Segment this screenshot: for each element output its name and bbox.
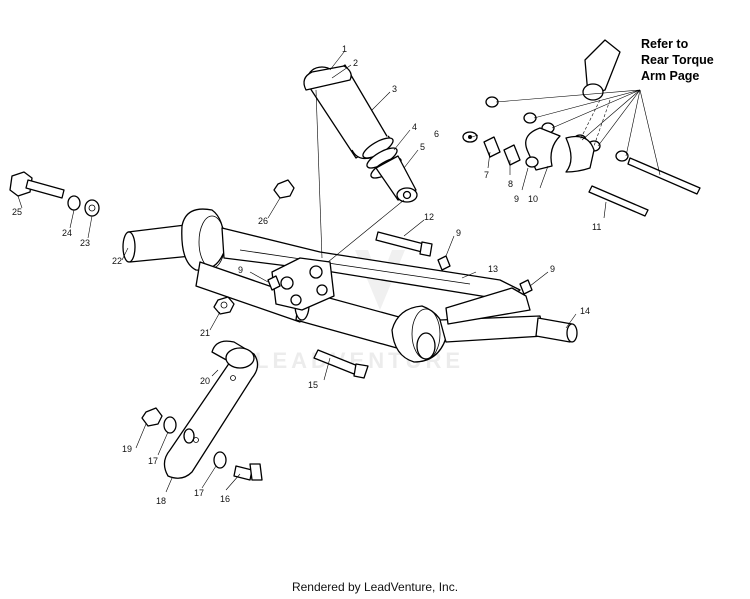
callout-9b: 9	[456, 228, 461, 238]
callout-7: 7	[484, 170, 489, 180]
callout-12: 12	[424, 212, 434, 222]
callout-17a: 17	[148, 456, 158, 466]
callout-13: 13	[488, 264, 498, 274]
bolt-stack-left	[9, 171, 100, 217]
callout-14: 14	[580, 306, 590, 316]
reference-note-line-2: Rear Torque	[641, 53, 714, 67]
callout-6: 6	[434, 129, 439, 139]
reference-note: Refer to Rear Torque Arm Page	[641, 37, 714, 83]
callout-23: 23	[80, 238, 90, 248]
footer-credit: Rendered by LeadVenture, Inc.	[291, 580, 459, 594]
rear-torque-arm-inset	[462, 39, 701, 217]
callout-21: 21	[200, 328, 210, 338]
callout-11: 11	[592, 222, 601, 232]
callout-5: 5	[420, 142, 425, 152]
callout-19: 19	[122, 444, 132, 454]
shock-absorber	[303, 64, 418, 203]
reference-note-line-3: Arm Page	[641, 69, 699, 83]
callout-leaders	[17, 51, 607, 493]
callout-9c: 9	[550, 264, 555, 274]
callout-26: 26	[258, 216, 268, 226]
callout-3: 3	[392, 84, 397, 94]
callout-2: 2	[353, 58, 358, 68]
callout-8: 8	[508, 179, 513, 189]
callout-9a: 9	[514, 194, 519, 204]
lower-link	[141, 340, 263, 481]
callout-17b: 17	[194, 488, 204, 498]
callout-20: 20	[200, 376, 210, 386]
callout-1: 1	[342, 44, 347, 54]
callout-18: 18	[156, 496, 166, 506]
callout-22: 22	[112, 256, 122, 266]
callout-25: 25	[12, 207, 22, 217]
callout-4: 4	[412, 122, 417, 132]
front-arm-assembly	[122, 89, 578, 379]
callout-10: 10	[528, 194, 538, 204]
callout-24: 24	[62, 228, 72, 238]
callout-9d: 9	[238, 265, 243, 275]
callout-16: 16	[220, 494, 230, 504]
callout-15: 15	[308, 380, 318, 390]
reference-note-line-1: Refer to	[641, 37, 689, 51]
callout-numbers: 1 2 3 4 5 6 7 8 9 10 11 12 9 13 9 14 15 …	[12, 44, 601, 506]
